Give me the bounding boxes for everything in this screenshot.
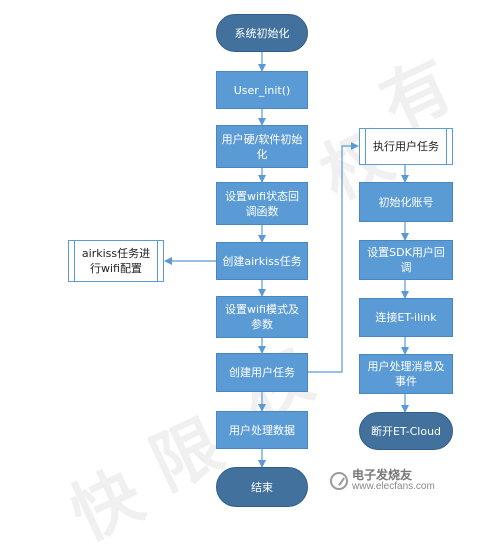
logo-icon — [330, 472, 348, 490]
hw-sw-init-node: 用户硬/软件初始化 — [216, 125, 308, 168]
create-airkiss-node: 创建airkiss任务 — [216, 242, 308, 280]
user-init-node: User_init() — [216, 71, 308, 109]
init-account-node: 初始化账号 — [359, 182, 453, 222]
logo-en-text: www.elecfans.com — [352, 481, 435, 492]
process-msg-node: 用户处理消息及事件 — [359, 354, 453, 394]
airkiss-config-note: airkiss任务进行wifi配置 — [68, 240, 164, 282]
connectors — [164, 52, 409, 468]
arrow-createtask-to-exectask — [308, 142, 359, 373]
start-node: 系统初始化 — [216, 14, 308, 52]
disconnect-cloud-node: 断开ET-Cloud — [359, 412, 453, 450]
wifi-callback-node: 设置wifi状态回调函数 — [216, 182, 308, 225]
end-node: 结束 — [216, 467, 308, 507]
sdk-callback-node: 设置SDK用户回调 — [359, 240, 453, 280]
logo-cn-text: 电子发烧友 — [352, 468, 413, 482]
exec-user-task-note: 执行用户任务 — [359, 128, 453, 165]
site-logo: 电子发烧友 www.elecfans.com — [330, 469, 435, 493]
user-data-node: 用户处理数据 — [216, 411, 308, 449]
connect-ilink-node: 连接ET-ilink — [359, 298, 453, 337]
create-user-task-node: 创建用户任务 — [216, 353, 308, 392]
wifi-mode-node: 设置wifi模式及参数 — [216, 296, 308, 338]
